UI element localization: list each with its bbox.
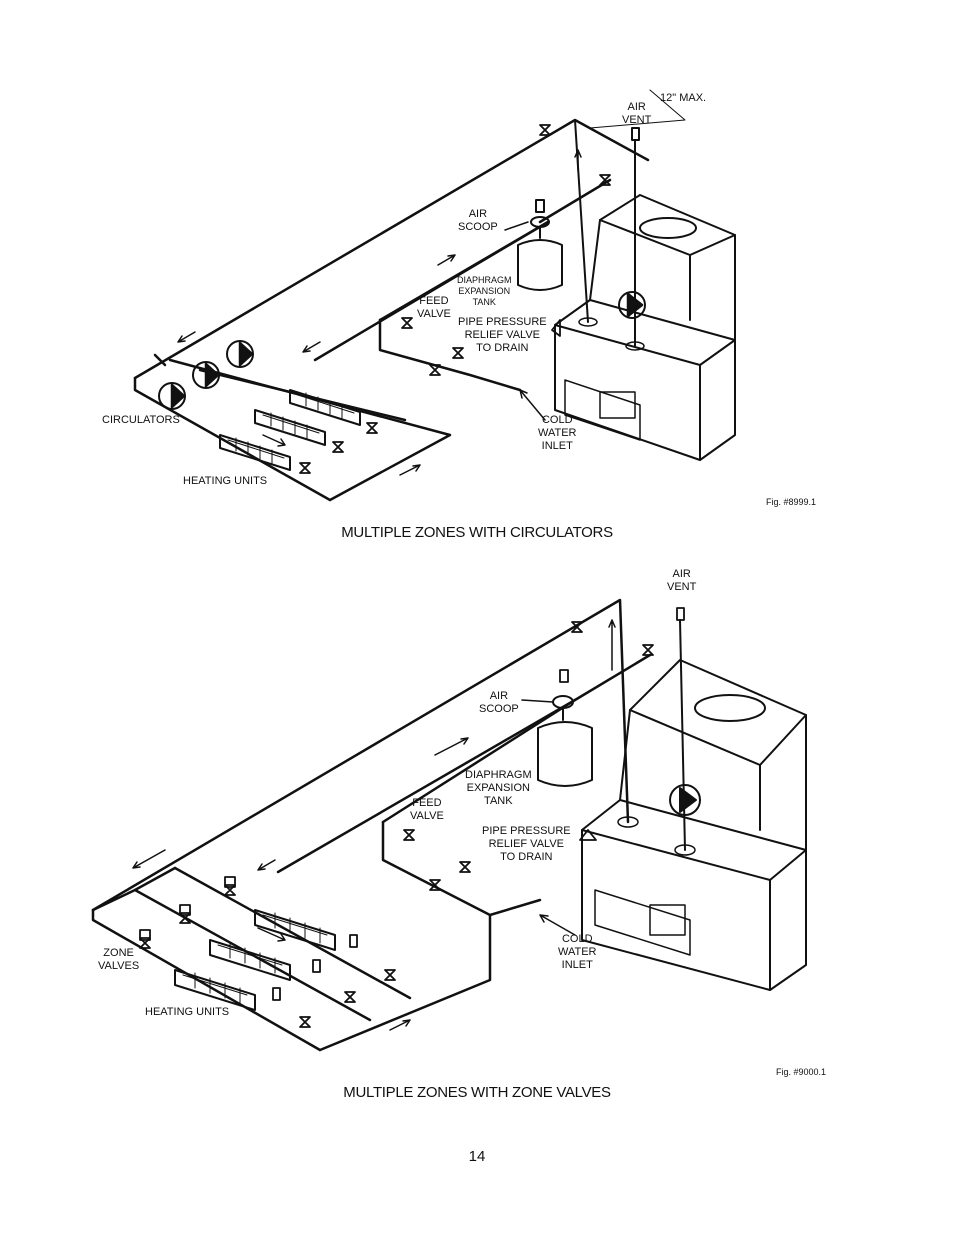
expansion-tank-label: DIAPHRAGM EXPANSION TANK xyxy=(457,275,512,307)
figure-caption: MULTIPLE ZONES WITH CIRCULATORS xyxy=(341,524,613,541)
page-number: 14 xyxy=(468,1148,486,1165)
figure-number: Fig. #9000.1 xyxy=(776,1067,827,1077)
flow-arrows xyxy=(177,89,686,476)
relief-valve-label: PIPE PRESSURE RELIEF VALVE TO DRAIN xyxy=(458,316,547,354)
zone-valve-heads xyxy=(139,607,685,1001)
valves xyxy=(299,124,611,474)
piping xyxy=(91,598,686,1052)
circulators-label: CIRCULATORS xyxy=(102,414,180,426)
air-vent-label: AIR VENT xyxy=(622,101,652,126)
feed-valve-label: FEED VALVE xyxy=(410,797,444,822)
air-scoop-label: AIR SCOOP xyxy=(458,208,498,233)
circulator-pumps xyxy=(158,291,646,410)
zone-valves-label: ZONE VALVES xyxy=(98,947,140,972)
feed-valve-label: FEED VALVE xyxy=(417,295,451,320)
heating-units-label: HEATING UNITS xyxy=(145,1006,230,1018)
piping-diagram-zone-valves xyxy=(91,598,807,1052)
heating-units xyxy=(219,389,361,471)
air-scoop-and-tank xyxy=(517,127,640,291)
air-scoop-label: AIR SCOOP xyxy=(479,690,519,715)
cold-water-label: COLD WATER INLET xyxy=(558,933,597,971)
cold-water-label: COLD WATER INLET xyxy=(538,414,577,452)
air-scoop-and-tank xyxy=(537,695,701,816)
relief-valve-label: PIPE PRESSURE RELIEF VALVE TO DRAIN xyxy=(482,825,571,863)
figure-zone-valves: AIR VENT AIR SCOOP DIAPHRAGM EXPANSION T… xyxy=(0,560,954,1080)
heating-units-label: HEATING UNITS xyxy=(183,475,268,487)
heating-units xyxy=(174,909,336,1011)
piping xyxy=(133,118,650,502)
expansion-tank-label: DIAPHRAGM EXPANSION TANK xyxy=(465,769,532,807)
piping-diagram-circulators xyxy=(133,89,736,502)
figure-circulators: 12" MAX. AIR VENT AIR SCOOP DIAPHRAGM EX… xyxy=(0,80,954,520)
air-vent-label: AIR VENT xyxy=(667,568,697,593)
valves xyxy=(139,621,654,1028)
flow-arrows xyxy=(132,619,616,1031)
boiler xyxy=(581,659,807,991)
figure-number: Fig. #8999.1 xyxy=(766,497,817,507)
boiler xyxy=(554,194,736,461)
dimension-label: 12" MAX. xyxy=(660,92,707,104)
figure-caption: MULTIPLE ZONES WITH ZONE VALVES xyxy=(343,1084,611,1101)
